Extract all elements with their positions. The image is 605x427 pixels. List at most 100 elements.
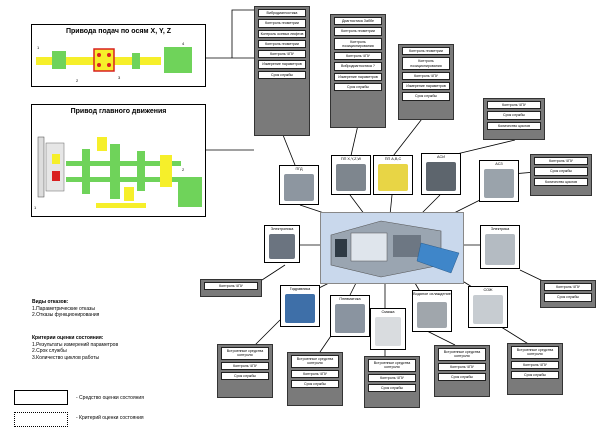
node-image (426, 162, 456, 191)
failure-types: Виды отказов: 1.Параметрические отказы 2… (32, 299, 192, 319)
svg-text:2: 2 (182, 167, 185, 172)
legend-swatch-tool (14, 390, 68, 405)
criteria-item: Вибродиагностика (258, 9, 306, 18)
criteria-item: Срок службы (368, 383, 416, 393)
main-drive-panel: Привод главного движения 1 2 (31, 104, 206, 217)
criteria-group-asi: Контроль ЧПУ Срок службы Количество цикл… (483, 98, 545, 140)
node-label: Гидравлика (289, 287, 311, 291)
criteria-item: Контроль геометрии (334, 27, 382, 36)
criteria-item: Контроль ЧПУ (204, 282, 258, 291)
node-water-cooling: Водяное охлаждение (412, 290, 452, 332)
node-image (484, 169, 514, 198)
machine-image (320, 212, 464, 284)
criteria-item: Контроль позиционирования (334, 37, 382, 51)
criteria-item: Контроль ЧПУ (534, 157, 588, 166)
criteria-item: Контроль ЧПУ (487, 101, 541, 110)
criteria-item: Контроль ЧПУ (258, 50, 306, 59)
criteria-list-item: 2.Срок службы (32, 348, 67, 354)
criteria-item: Контроль ЧПУ (544, 283, 592, 292)
criteria-item: Срок службы (402, 92, 450, 101)
node-pneumatics: Пневматика (330, 295, 370, 337)
criteria-item: Измерение параметров (402, 82, 450, 91)
criteria-item: Контроль ЧПУ (438, 362, 486, 371)
node-image (269, 234, 295, 259)
criteria-group-cooling: Встроенные средства контроля Контроль ЧП… (434, 345, 490, 397)
failure-types-title: Виды отказов: (32, 299, 69, 305)
criteria-item: Срок службы (221, 371, 269, 381)
node-lubrication: Смазка (370, 308, 406, 350)
criteria-item: Встроенные средства контроля (438, 348, 486, 361)
criteria-item: Контроль ЧПУ (334, 52, 382, 61)
criteria-item: Контроль позиционирования (402, 57, 450, 70)
feed-drive-schematic: 1 2 3 4 (36, 41, 192, 83)
svg-text:1: 1 (34, 205, 37, 210)
node-asz: АСЗ (479, 160, 519, 202)
criteria-item: Контроль осевых люфтов (258, 29, 306, 38)
criteria-item: Встроенные средства контроля (368, 359, 416, 372)
node-label: Водяное охлаждение (413, 292, 451, 296)
feed-drives-title: Привода подач по осям X, Y, Z (65, 28, 172, 35)
node-label: ПГД (295, 167, 303, 171)
node-label: Пневматика (339, 297, 361, 301)
node-electronics: Электроника (264, 225, 300, 263)
criteria-item: Контроль ЧПУ (368, 373, 416, 382)
criteria-item: Диагностика Заббе (334, 17, 382, 26)
failure-type-item: 2.Отказы функционирования (32, 312, 100, 318)
criteria-list-item: 1.Результаты измерений параметров (32, 341, 119, 348)
criteria-group-pp-abc: Контроль геометрии Контроль позициониров… (398, 44, 454, 120)
criteria-item: Измерение параметров (334, 72, 382, 82)
criteria-title: Критерии оценки состояния: (32, 335, 104, 341)
criteria-group-hydraulics: Встроенные средства контроля Контроль ЧП… (217, 344, 273, 398)
node-label: ПП A,B,C (384, 157, 402, 161)
criteria-item: Срок службы (544, 293, 592, 302)
criteria-list: Критерии оценки состояния: 1.Результаты … (32, 335, 202, 361)
node-label: ПП X,Y,Z,W (340, 157, 362, 161)
criteria-item: Срок службы (534, 167, 588, 176)
node-asi: АСИ (421, 153, 461, 195)
criteria-item: Контроль ЧПУ (511, 360, 559, 369)
criteria-item: Контроль ЧПУ (402, 71, 450, 81)
legend-swatch-criterion (14, 412, 68, 427)
criteria-item: Контроль геометрии (402, 47, 450, 56)
node-image (336, 164, 366, 191)
criteria-item: Количество циклов (487, 121, 541, 130)
node-pp-abc: ПП A,B,C (373, 155, 413, 195)
node-image (417, 302, 447, 328)
criteria-group-pneumatics: Встроенные средства контроля Контроль ЧП… (287, 352, 343, 406)
criteria-item: Контроль геометрии (258, 19, 306, 28)
main-drive-title: Привод главного движения (70, 108, 167, 115)
svg-text:2: 2 (76, 78, 79, 83)
criteria-item: Срок службы (487, 111, 541, 120)
node-image (473, 295, 503, 324)
svg-text:4: 4 (182, 41, 185, 46)
criteria-item: Встроенные средства контроля (221, 347, 269, 360)
main-drive-schematic: 1 2 (34, 136, 202, 210)
criteria-item: Срок службы (511, 370, 559, 380)
criteria-group-electrics: Контроль ЧПУ Срок службы (540, 280, 596, 308)
node-image (378, 164, 408, 191)
node-image (375, 317, 401, 346)
criteria-item: Срок службы (438, 372, 486, 382)
feed-drives-panel: Привода подач по осям X, Y, Z 1 2 3 4 (31, 24, 206, 87)
node-hydraulics: Гидравлика (280, 285, 320, 327)
node-label: СОЖ (483, 288, 493, 292)
criteria-item: Контроль ЧПУ (221, 361, 269, 370)
svg-text:3: 3 (118, 75, 121, 80)
criteria-item: Измерение параметров (258, 60, 306, 69)
criteria-group-electronics: Контроль ЧПУ (200, 279, 262, 297)
node-label: АСЗ (495, 162, 503, 166)
criteria-item: Срок службы (334, 83, 382, 92)
node-image (485, 234, 515, 265)
svg-text:1: 1 (37, 45, 40, 50)
criteria-item: Вибродиагностика ? (334, 62, 382, 71)
node-label: Смазка (381, 310, 395, 314)
node-image (285, 294, 315, 323)
criteria-item: Контроль ЧПУ (291, 369, 339, 378)
criteria-group-asz: Контроль ЧПУ Срок службы Количество цикл… (530, 154, 592, 196)
criteria-list-item: 3.Количество циклов работы (32, 354, 100, 361)
criteria-group-pp-xyzw: Диагностика Заббе Контроль геометрии Кон… (330, 14, 386, 128)
node-coolant: СОЖ (468, 286, 508, 328)
criteria-item: Контроль геометрии (258, 39, 306, 49)
node-pp-xyzw: ПП X,Y,Z,W (331, 155, 371, 195)
criteria-item: Встроенные средства контроля (511, 346, 559, 359)
